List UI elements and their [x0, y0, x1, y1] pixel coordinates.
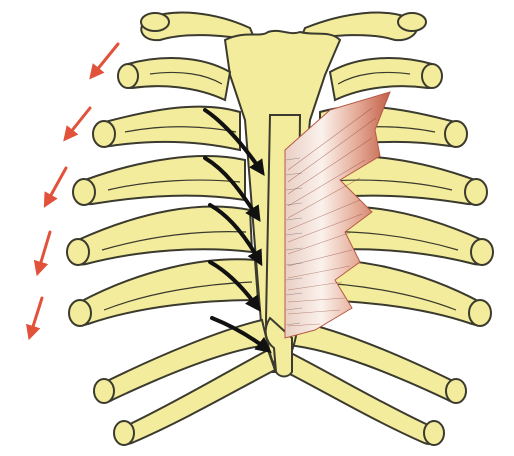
motion-arrow-5	[30, 298, 42, 336]
motion-arrow-1	[92, 44, 118, 76]
right-rib-6	[288, 320, 462, 402]
left-rib-2	[97, 107, 240, 150]
motion-arrow-2	[66, 108, 90, 138]
motion-arrow-4	[38, 232, 50, 272]
motion-arrow-3	[46, 168, 66, 204]
